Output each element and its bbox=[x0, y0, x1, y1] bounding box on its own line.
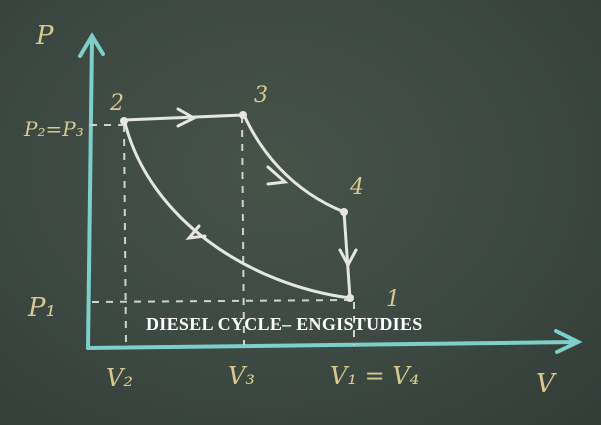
process-1-2 bbox=[123, 121, 352, 300]
y-axis-arrow-icon bbox=[78, 32, 105, 58]
vertex-1 bbox=[346, 294, 354, 302]
low-pressure-label: P₁ bbox=[27, 293, 56, 323]
process-4-1 bbox=[342, 210, 352, 300]
v2-guide bbox=[123, 124, 127, 346]
x-axis bbox=[86, 340, 577, 350]
vertex-2 bbox=[120, 117, 128, 125]
x-axis-label: V bbox=[536, 369, 557, 399]
v1-v4-label: V₁ = V₄ bbox=[330, 362, 419, 390]
y-axis-label: P bbox=[35, 21, 54, 51]
vertex-4 bbox=[340, 208, 348, 216]
vertex-3 bbox=[239, 111, 247, 119]
high-pressure-label: P₂=P₃ bbox=[23, 117, 84, 141]
point-2-label: 2 bbox=[109, 91, 124, 116]
point-3-label: 3 bbox=[254, 83, 268, 108]
labels: P V P₂=P₃ P₁ V₂ V₃ V₁ = V₄ 2 3 4 1 bbox=[23, 21, 557, 399]
axes bbox=[78, 32, 583, 354]
arrow-3-4-icon bbox=[266, 165, 289, 186]
vertices bbox=[120, 111, 354, 302]
arrow-1-2-icon bbox=[185, 224, 207, 240]
arrow-2-3-icon bbox=[176, 107, 198, 128]
v3-label: V₃ bbox=[228, 362, 255, 390]
y-axis bbox=[86, 36, 94, 350]
guide-lines bbox=[90, 115, 355, 346]
v3-guide bbox=[241, 115, 245, 346]
cycle bbox=[122, 113, 352, 300]
v2-label: V₂ bbox=[106, 364, 133, 392]
direction-arrows bbox=[176, 107, 358, 269]
process-3-4 bbox=[242, 113, 346, 214]
x-axis-arrow-icon bbox=[554, 329, 583, 354]
point-4-label: 4 bbox=[349, 175, 364, 200]
watermark-text: DIESEL CYCLE– ENGISTUDIES bbox=[146, 314, 423, 334]
point-1-label: 1 bbox=[386, 287, 400, 312]
arrow-4-1-icon bbox=[338, 248, 358, 269]
p1-guide bbox=[91, 299, 351, 303]
process-2-3 bbox=[122, 113, 245, 122]
